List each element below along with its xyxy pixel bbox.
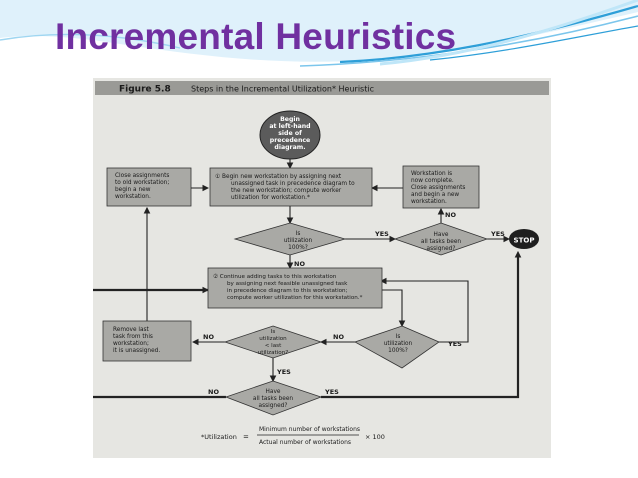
decision-utilization-100-right [354, 325, 440, 369]
step1-text: ① Begin new workstation by assigning nex… [215, 173, 355, 201]
flowchart-figure: Figure 5.8 Steps in the Incremental Util… [93, 78, 551, 458]
close-assignments-right-box [402, 165, 480, 209]
svg-text:precedence: precedence [270, 137, 310, 144]
figure-caption: Steps in the Incremental Utilization* He… [191, 85, 374, 94]
svg-text:all tasks been: all tasks been [421, 239, 461, 245]
svg-text:task from this: task from this [113, 334, 153, 340]
close-assignments-right-text: Workstation is now complete. Close assig… [411, 171, 465, 205]
svg-text:Have: Have [434, 232, 449, 238]
svg-text:YES: YES [490, 230, 505, 238]
step2-box [207, 267, 383, 309]
svg-text:Is: Is [396, 334, 401, 340]
utilization-formula: *Utilization = Minimum number of worksta… [201, 426, 385, 446]
decision-utilization-100-top [233, 222, 347, 256]
figure-header-bar [95, 81, 549, 95]
decision-utilization-100-top-text: Is utilization 100%? [284, 231, 313, 251]
formula-denominator: Actual number of workstations [259, 439, 351, 446]
figure-number: Figure 5.8 [119, 85, 171, 95]
svg-text:by assigning next feasible una: by assigning next feasible unassigned ta… [227, 281, 348, 287]
svg-text:unassigned task in precedence: unassigned task in precedence diagram to [231, 181, 355, 187]
stop-label: STOP [514, 237, 535, 245]
svg-text:workstation;: workstation; [113, 341, 149, 347]
begin-text: Begin at left-hand side of precedence di… [269, 116, 310, 151]
svg-text:YES: YES [324, 388, 339, 396]
decision-all-assigned-top-text: Have all tasks been assigned? [421, 232, 461, 252]
svg-text:② Continue adding tasks to th: ② Continue adding tasks to this workstat… [213, 273, 337, 280]
svg-text:utilization for workstation.*: utilization for workstation.* [231, 195, 310, 201]
svg-text:the new workstation; compute w: the new workstation; compute worker [231, 188, 342, 194]
svg-text:① Begin new workstation by as: ① Begin new workstation by assigning nex… [215, 173, 342, 180]
decision-utilization-less-last-text: Is utilization < last utilization? [258, 329, 288, 356]
svg-text:NO: NO [333, 333, 344, 341]
svg-text:< last: < last [265, 343, 282, 349]
flowchart-svg: Figure 5.8 Steps in the Incremental Util… [93, 81, 549, 446]
branch-labels: YES YES NO NO NO NO YES YES NO YES [203, 211, 505, 396]
svg-text:assigned?: assigned? [259, 403, 288, 409]
svg-text:NO: NO [208, 388, 219, 396]
formula-equals: = [243, 433, 249, 441]
decision-all-assigned-top [393, 222, 489, 256]
svg-text:assigned?: assigned? [427, 246, 456, 252]
decision-utilization-less-last [223, 325, 323, 359]
svg-text:NO: NO [445, 211, 456, 219]
formula-numerator: Minimum number of workstations [259, 426, 360, 433]
svg-text:now complete.: now complete. [411, 178, 454, 184]
slide-title: Incremental Heuristics [55, 16, 457, 57]
svg-text:Have: Have [266, 389, 281, 395]
svg-text:diagram.: diagram. [274, 144, 305, 151]
begin-node [259, 110, 321, 160]
svg-text:Close assignments: Close assignments [115, 173, 169, 179]
close-assignments-left-text: Close assignments to old workstation; be… [115, 173, 169, 200]
svg-text:YES: YES [374, 230, 389, 238]
svg-text:all tasks been: all tasks been [253, 396, 293, 402]
svg-text:Is: Is [271, 329, 276, 335]
svg-text:utilization?: utilization? [258, 350, 288, 356]
step1-box [209, 167, 373, 207]
svg-text:100%?: 100%? [388, 348, 408, 354]
remove-task-box [102, 320, 192, 362]
svg-text:NO: NO [294, 260, 305, 268]
svg-text:it is unassigned.: it is unassigned. [113, 348, 160, 354]
svg-text:and begin a new: and begin a new [411, 192, 459, 198]
svg-text:at left-hand: at left-hand [269, 123, 310, 130]
svg-text:Is: Is [296, 231, 301, 237]
svg-text:utilization: utilization [384, 341, 413, 347]
formula-label: *Utilization [201, 433, 237, 441]
svg-text:Begin: Begin [280, 116, 300, 123]
svg-text:YES: YES [276, 368, 291, 376]
svg-text:Close assignments: Close assignments [411, 185, 465, 191]
svg-text:utilization: utilization [284, 238, 313, 244]
svg-text:NO: NO [203, 333, 214, 341]
close-assignments-left-box [106, 167, 192, 207]
decision-all-assigned-bottom-text: Have all tasks been assigned? [253, 389, 293, 409]
svg-text:workstation.: workstation. [411, 199, 447, 205]
decision-utilization-100-right-text: Is utilization 100%? [384, 334, 413, 354]
svg-text:to old workstation;: to old workstation; [115, 180, 169, 186]
svg-text:Workstation is: Workstation is [411, 171, 452, 177]
svg-text:side of: side of [278, 130, 302, 137]
svg-text:in precedence diagram to this: in precedence diagram to this workstatio… [227, 288, 348, 294]
formula-times: × 100 [365, 433, 385, 441]
stop-node [509, 229, 539, 249]
connector-lines [93, 158, 522, 399]
svg-text:Remove last: Remove last [113, 327, 150, 333]
remove-task-text: Remove last task from this workstation; … [113, 327, 160, 354]
decision-all-assigned-bottom [224, 380, 323, 416]
svg-text:workstation.: workstation. [115, 194, 151, 200]
svg-text:compute worker utilization for: compute worker utilization for this work… [227, 295, 363, 301]
svg-text:100%?: 100%? [288, 245, 308, 251]
svg-text:begin a new: begin a new [115, 187, 151, 193]
svg-text:YES: YES [447, 340, 462, 348]
svg-text:utilization: utilization [259, 336, 287, 342]
step2-text: ② Continue adding tasks to this workstat… [213, 273, 363, 301]
